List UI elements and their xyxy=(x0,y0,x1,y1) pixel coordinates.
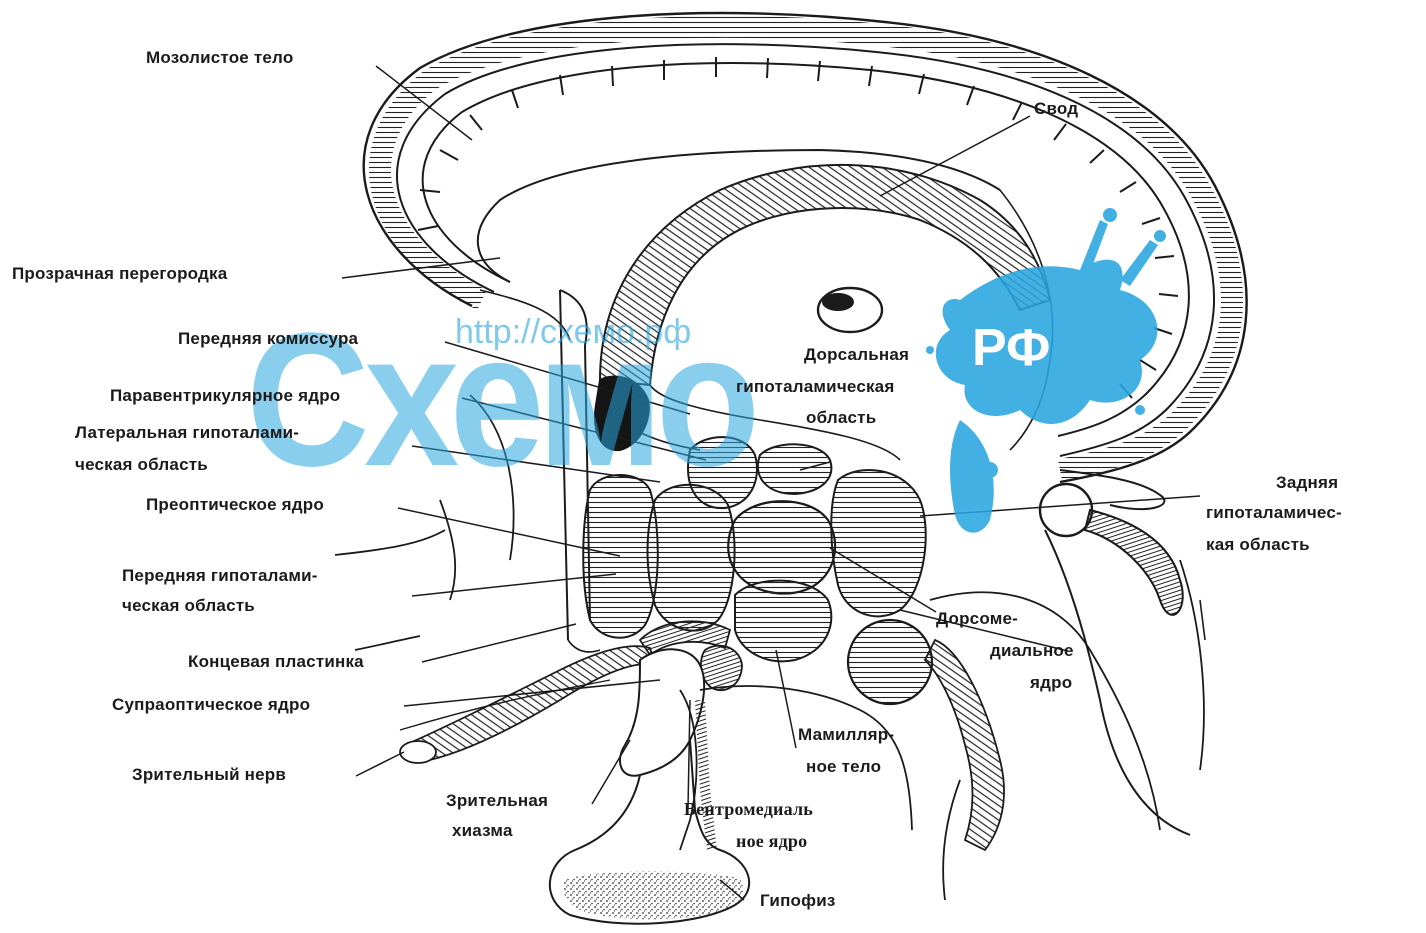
label-lateral-hypothalamic-line1: Латеральная гипоталами- xyxy=(75,422,299,444)
label-preoptic-nucleus: Преоптическое ядро xyxy=(146,494,324,516)
label-paraventricular-nucleus: Паравентрикулярное ядро xyxy=(110,385,340,407)
label-lamina-terminalis: Концевая пластинка xyxy=(188,651,364,673)
label-hypophysis: Гипофиз xyxy=(760,890,836,912)
label-anterior-hypothalamic-line2: ческая область xyxy=(122,595,255,617)
label-ventromedial-line1: Вентромедиаль xyxy=(684,798,813,820)
label-dorsal-hypothalamic-line1: Дорсальная xyxy=(804,344,909,366)
label-fornix: Свод xyxy=(1034,98,1078,120)
label-mamillary-line2: ное тело xyxy=(806,756,881,778)
label-dorsal-hypothalamic-line3: область xyxy=(806,407,876,429)
label-lateral-hypothalamic-line2: ческая область xyxy=(75,454,208,476)
label-anterior-commissure: Передняя комиссура xyxy=(178,328,358,350)
label-optic-nerve: Зрительный нерв xyxy=(132,764,286,786)
label-posterior-hypothalamic-line3: кая область xyxy=(1206,534,1310,556)
frontal-lobe-lines xyxy=(335,395,514,650)
optic-nerve-shape xyxy=(400,646,704,776)
label-optic-chiasm-line1: Зрительная xyxy=(446,790,548,812)
label-posterior-hypothalamic-line2: гипоталамичес- xyxy=(1206,502,1342,524)
label-posterior-hypothalamic-line1: Задняя xyxy=(1276,472,1338,494)
watermark-splash xyxy=(926,208,1166,533)
label-mamillary-line1: Мамилляр- xyxy=(798,724,894,746)
label-dorsomedial-line3: ядро xyxy=(1030,672,1072,694)
label-anterior-hypothalamic-line1: Передняя гипоталами- xyxy=(122,565,318,587)
label-optic-chiasm-line2: хиазма xyxy=(452,820,513,842)
label-dorsomedial-line1: Дорсоме- xyxy=(936,608,1018,630)
label-septum-pellucidum: Прозрачная перегородка xyxy=(12,263,227,285)
label-supraoptic-nucleus: Супраоптическое ядро xyxy=(112,694,310,716)
label-ventromedial-line2: ное ядро xyxy=(736,830,807,852)
label-corpus-callosum: Мозолистое тело xyxy=(146,47,293,69)
label-dorsal-hypothalamic-line2: гипоталамическая xyxy=(736,376,894,398)
label-dorsomedial-line2: диальное xyxy=(990,640,1074,662)
